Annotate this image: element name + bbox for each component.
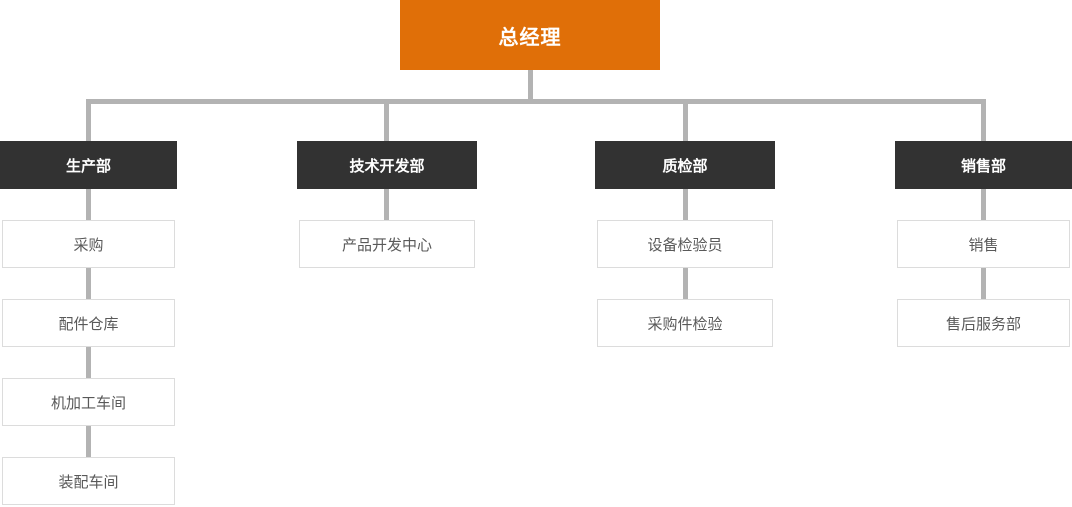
connector-stub <box>86 426 91 457</box>
org-node-tech-dev-dept: 技术开发部 <box>297 141 477 189</box>
connector-drop-qa <box>683 99 688 141</box>
org-node-assembly-shop: 装配车间 <box>2 457 175 505</box>
connector-stub <box>384 189 389 220</box>
connector-stub <box>683 268 688 299</box>
org-node-machining-shop: 机加工车间 <box>2 378 175 426</box>
connector-drop-production <box>86 99 91 141</box>
connector-stub <box>683 189 688 220</box>
org-node-equipment-inspector: 设备检验员 <box>597 220 773 268</box>
connector-stub <box>86 268 91 299</box>
org-node-after-sales-service: 售后服务部 <box>897 299 1070 347</box>
org-node-purchased-parts-inspect: 采购件检验 <box>597 299 773 347</box>
connector-stub <box>86 347 91 378</box>
org-node-production-dept: 生产部 <box>0 141 177 189</box>
connector-drop-sales <box>981 99 986 141</box>
org-node-purchasing: 采购 <box>2 220 175 268</box>
org-node-product-dev-center: 产品开发中心 <box>299 220 475 268</box>
org-node-sales: 销售 <box>897 220 1070 268</box>
connector-stub <box>981 268 986 299</box>
org-node-sales-dept: 销售部 <box>895 141 1072 189</box>
org-node-parts-warehouse: 配件仓库 <box>2 299 175 347</box>
connector-stub <box>981 189 986 220</box>
connector-root-drop <box>528 70 533 100</box>
org-node-general-manager: 总经理 <box>400 0 660 70</box>
connector-drop-tech <box>384 99 389 141</box>
connector-horizontal-bus <box>86 99 986 104</box>
org-node-qa-dept: 质检部 <box>595 141 775 189</box>
connector-stub <box>86 189 91 220</box>
